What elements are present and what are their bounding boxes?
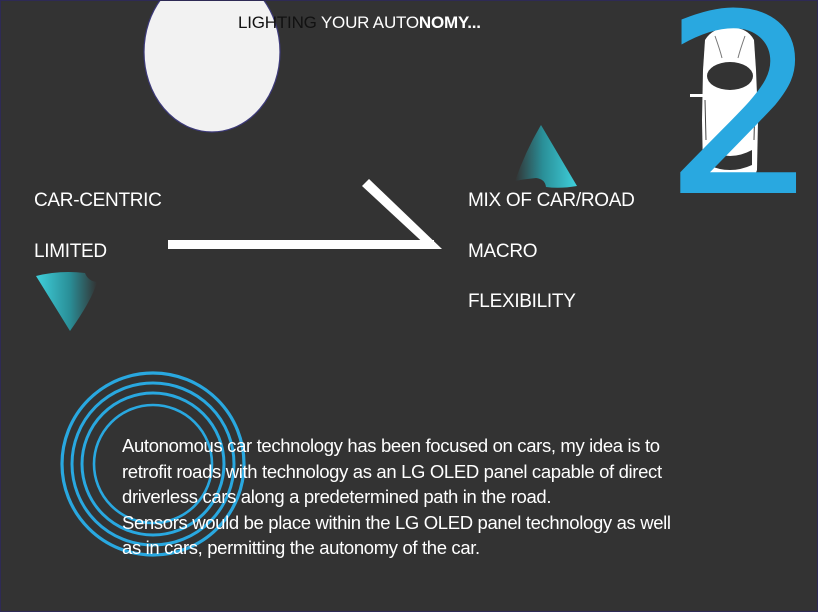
- description-line: driverless cars along a predetermined pa…: [122, 486, 552, 507]
- spotlight-ellipse: [143, 0, 281, 133]
- label-car-centric: CAR-CENTRIC: [34, 190, 162, 211]
- description-line: retrofit roads with technology as an LG …: [122, 460, 662, 482]
- title-part-light: YOUR AUTO: [316, 13, 419, 32]
- label-flexibility: FLEXIBILITY: [468, 291, 576, 312]
- description-line: as in cars, permitting the autonomy of t…: [122, 537, 480, 558]
- description-paragraph: Autonomous car technology has been focus…: [122, 433, 742, 561]
- label-mix-of-car-road: MIX OF CAR/ROAD: [468, 190, 635, 211]
- label-macro: MACRO: [468, 241, 538, 262]
- light-cone-down-icon: [36, 272, 97, 331]
- page-title: LIGHTING YOUR AUTONOMY...: [238, 13, 481, 33]
- car-top-view-icon: [690, 27, 770, 182]
- arrow-right-icon: [168, 179, 442, 249]
- light-cone-up-icon: [515, 125, 577, 188]
- title-part-dark: LIGHTING: [238, 13, 317, 32]
- concentric-rings-icon: [60, 371, 246, 557]
- title-part-bold: NOMY...: [418, 13, 481, 32]
- description-line: Sensors would be place within the LG OLE…: [122, 511, 671, 533]
- big-number-two: 2: [662, 0, 818, 252]
- description-line: Autonomous car technology has been focus…: [122, 435, 660, 456]
- label-limited: LIMITED: [34, 241, 107, 262]
